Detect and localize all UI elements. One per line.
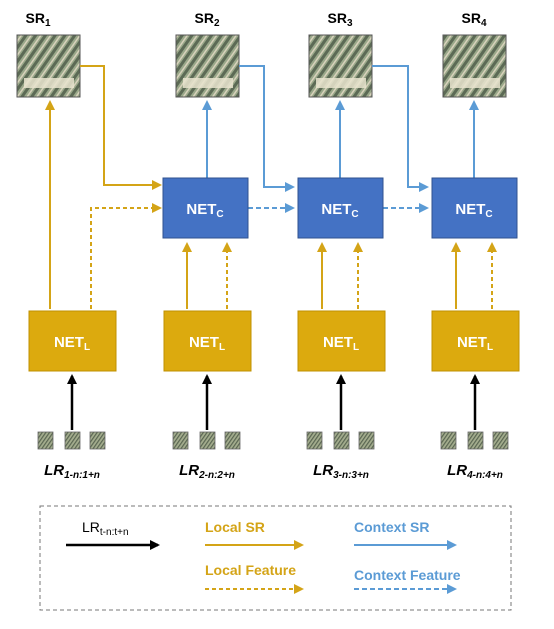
local-feature-to-netc-arrow xyxy=(90,203,162,309)
local-sr-to-netc-arrow xyxy=(80,65,162,190)
lr-frames-2 xyxy=(172,431,241,450)
sr-label-3: SR3 xyxy=(327,10,352,29)
legend-frame xyxy=(39,505,512,611)
net-c-box-3: NETC xyxy=(431,177,518,239)
legend: LRt-n:t+n Local SR Context SR Local Feat… xyxy=(39,505,512,611)
svg-text:NETL: NETL xyxy=(457,334,493,353)
lr-label-1: LR1-n:1+n xyxy=(44,462,100,481)
legend-lr-label: LRt-n:t+n xyxy=(82,519,129,538)
legend-local-feature-label: Local Feature xyxy=(205,562,296,578)
lr-label-3: LR3-n:3+n xyxy=(313,462,369,481)
sr-label-2: SR2 xyxy=(194,10,219,29)
net-c-box-2: NETC xyxy=(297,177,384,239)
net-l-box-4: NETL xyxy=(431,310,520,372)
svg-text:NETL: NETL xyxy=(189,334,225,353)
sr-label-1: SR1 xyxy=(25,10,50,29)
svg-text:NETC: NETC xyxy=(455,201,492,220)
lr-frames-3 xyxy=(306,431,375,450)
sr-image-4 xyxy=(442,34,507,98)
lr-label-4: LR4-n:4+n xyxy=(447,462,503,481)
net-l-box-1: NETL xyxy=(28,310,117,372)
net-l-box-2: NETL xyxy=(163,310,252,372)
legend-context-sr-label: Context SR xyxy=(354,519,429,535)
context-sr-chain-2-3 xyxy=(239,65,295,192)
sr-label-4: SR4 xyxy=(461,10,486,29)
svg-text:NETC: NETC xyxy=(321,201,358,220)
svg-text:NETL: NETL xyxy=(54,334,90,353)
lr-frames-1 xyxy=(37,431,106,450)
net-c-box-1: NETC xyxy=(162,177,249,239)
sr-image-2 xyxy=(175,34,240,98)
sr-image-3 xyxy=(308,34,373,98)
svg-text:NETC: NETC xyxy=(186,201,223,220)
svg-text:NETL: NETL xyxy=(323,334,359,353)
lr-label-2: LR2-n:2+n xyxy=(179,462,235,481)
net-l-box-3: NETL xyxy=(297,310,386,372)
legend-context-feature-label: Context Feature xyxy=(354,567,461,583)
context-sr-chain-3-4 xyxy=(372,65,429,192)
lr-frames-4 xyxy=(440,431,509,450)
legend-local-sr-label: Local SR xyxy=(205,519,265,535)
sr-image-1 xyxy=(16,34,81,98)
